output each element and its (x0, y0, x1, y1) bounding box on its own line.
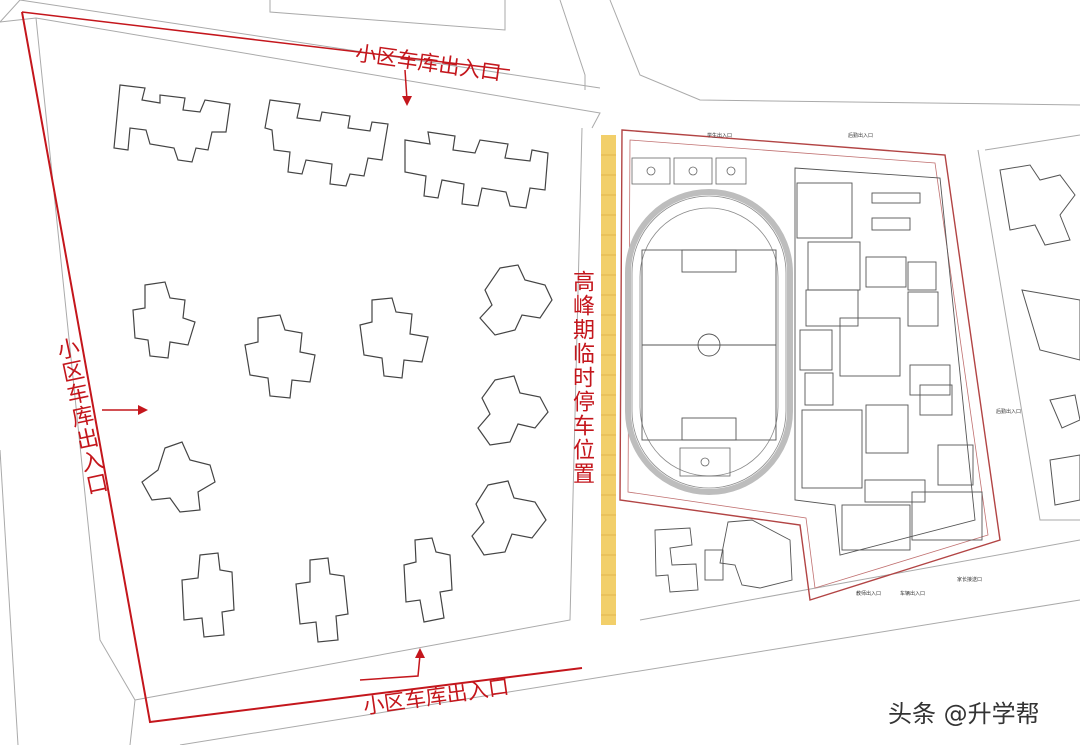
building-10 (471, 480, 547, 556)
football-pitch (641, 249, 777, 441)
neighbor-buildings (999, 164, 1080, 506)
entrance-label-1: 学生出入口 (707, 133, 733, 139)
residential-buildings (113, 84, 553, 643)
residential-boundary (21, 11, 583, 724)
building-12 (295, 557, 349, 643)
building-3 (404, 131, 549, 209)
basketball-courts (631, 157, 747, 185)
building-7 (479, 264, 553, 336)
residential-boundary-top (21, 11, 511, 71)
school-boundary (619, 129, 1001, 601)
school-annex-buildings (654, 519, 793, 593)
peak-parking-label: 高峰期临时停车位置 (569, 270, 594, 486)
entrance-label-2: 后勤出入口 (848, 133, 874, 139)
building-9 (477, 375, 549, 446)
building-8 (141, 441, 216, 513)
entrance-label-6: 家长接送口 (957, 577, 983, 583)
entrance-label-5: 车辆出入口 (900, 591, 926, 597)
arrow-up-icon (359, 648, 425, 681)
building-1 (113, 84, 231, 163)
building-2 (264, 99, 389, 187)
entrance-label-3: 后勤出入口 (996, 409, 1022, 415)
arrow-down-icon (402, 69, 412, 106)
peak-parking-strip (601, 135, 616, 625)
building-4 (132, 281, 196, 359)
building-6 (359, 297, 429, 379)
school-buildings (794, 167, 983, 556)
building-5 (244, 314, 316, 399)
school-site (619, 129, 1001, 601)
entrance-label-4: 教师出入口 (856, 591, 882, 597)
building-11 (181, 552, 235, 638)
running-track (625, 189, 793, 495)
arrow-right-icon (102, 405, 148, 415)
watermark-text: 头条 @升学帮 (888, 700, 1040, 728)
building-13 (403, 537, 453, 623)
